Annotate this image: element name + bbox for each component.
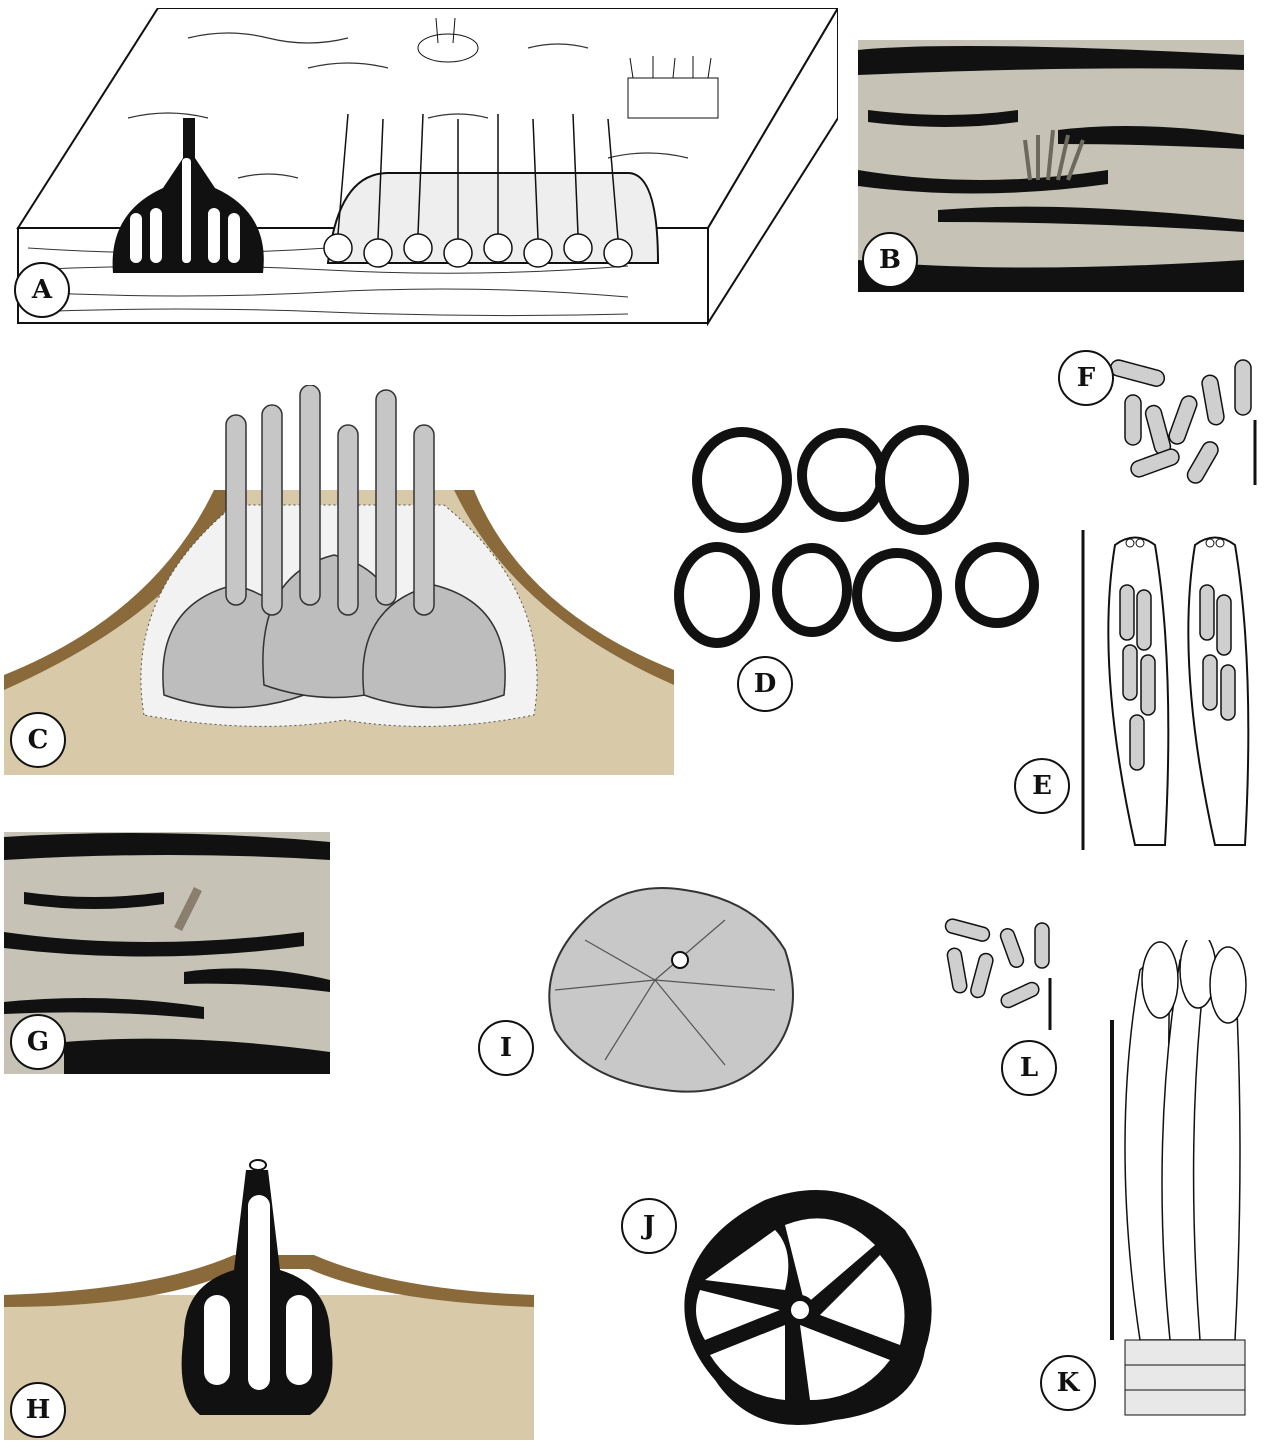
label-j: J (621, 1198, 677, 1254)
panel-a (8, 8, 838, 328)
panel-k-drawing (1100, 940, 1265, 1435)
panel-c-drawing (4, 385, 674, 775)
panel-f-drawing (1100, 345, 1265, 490)
label-l: L (1001, 1040, 1057, 1096)
panel-j-drawing (665, 1185, 945, 1425)
label-b: B (862, 232, 918, 288)
label-i: I (478, 1020, 534, 1076)
label-g: G (10, 1014, 66, 1070)
panel-d (672, 420, 1052, 650)
panel-a-drawing (8, 8, 838, 328)
panel-e-drawing (1075, 525, 1265, 855)
label-f: F (1058, 350, 1114, 406)
label-e: E (1014, 758, 1070, 814)
label-d: D (737, 656, 793, 712)
label-h: H (10, 1382, 66, 1438)
panel-h-drawing (4, 1155, 534, 1440)
panel-c (4, 385, 674, 775)
panel-h (4, 1155, 534, 1440)
panel-j (665, 1185, 945, 1425)
panel-l (940, 918, 1060, 1033)
panel-k (1100, 940, 1265, 1435)
panel-i-drawing (525, 880, 795, 1095)
label-k: K (1040, 1355, 1096, 1411)
label-a: A (14, 262, 70, 318)
panel-d-drawing (672, 420, 1052, 650)
panel-e (1075, 525, 1265, 855)
label-c: C (10, 712, 66, 768)
panel-l-drawing (940, 918, 1060, 1033)
panel-i (525, 880, 795, 1095)
panel-f (1100, 345, 1265, 490)
